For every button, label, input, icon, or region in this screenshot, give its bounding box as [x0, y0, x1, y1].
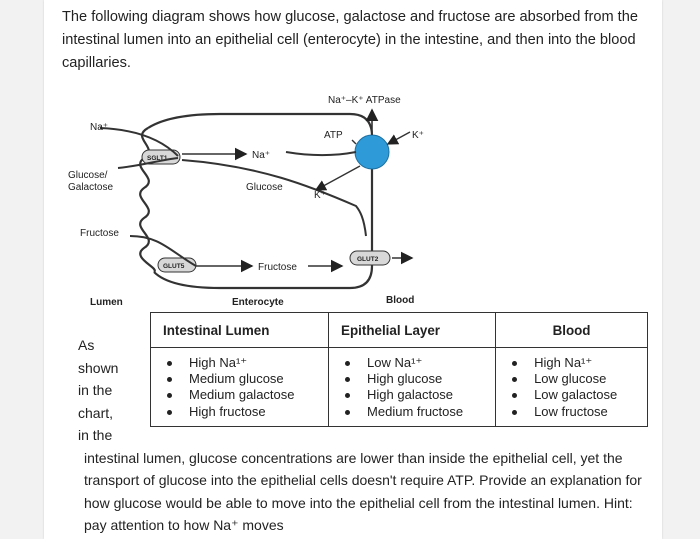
table-header-row: Intestinal Lumen Epithelial Layer Blood — [149, 312, 648, 348]
enterocyte-label: Enterocyte — [232, 297, 284, 308]
atp-line — [351, 139, 357, 145]
list-item: High glucose — [343, 371, 487, 387]
glucose-galactose-label-2: Galactose — [68, 182, 113, 193]
cell-epithelial-layer: Low Na¹⁺ High glucose High galactose Med… — [328, 347, 497, 427]
side-line: shown — [78, 359, 119, 376]
fructose-lumen-label: Fructose — [80, 228, 119, 239]
list-item: Low glucose — [510, 371, 639, 387]
fructose-cell-path — [129, 235, 197, 267]
cell-membrane — [147, 112, 374, 290]
side-line: As — [78, 337, 95, 353]
list-item: Low fructose — [510, 404, 639, 420]
header-epithelial-layer: Epithelial Layer — [328, 312, 497, 348]
header-blood: Blood — [495, 312, 648, 348]
list-item: Low Na¹⁺ — [343, 355, 487, 371]
side-line: in the — [78, 382, 113, 398]
header-intestinal-lumen: Intestinal Lumen — [149, 312, 330, 348]
question-text: in the intestinal lumen, glucose concent… — [78, 424, 658, 537]
na-glucose-path — [99, 127, 179, 157]
lumen-label: Lumen — [90, 297, 123, 308]
k-in-arrow — [314, 165, 361, 191]
k-in-label: K⁺ — [314, 190, 326, 201]
side-line: chart, — [78, 404, 114, 421]
question-first-line: in the — [78, 427, 113, 443]
glut2-transporter — [349, 250, 391, 266]
table-row: High Na¹⁺ Medium glucose Medium galactos… — [149, 347, 648, 427]
list-item: High fructose — [165, 404, 320, 420]
list-item: High Na¹⁺ — [510, 355, 639, 371]
blood-label: Blood — [386, 295, 414, 306]
list-item: High galactose — [343, 387, 487, 403]
na-lumen-label: Na⁺ — [90, 122, 108, 133]
glucose-cell-path — [181, 159, 367, 237]
sglt1-label: SGLT1 — [147, 155, 168, 162]
glucose-galactose-label-1: Glucose/ — [68, 170, 108, 181]
question-body: intestinal lumen, glucose concentrations… — [84, 449, 642, 534]
glucose-entry-path — [117, 157, 179, 169]
k-out-label: K⁺ — [412, 130, 424, 141]
na-pump-line — [285, 151, 357, 156]
list-item: Medium galactose — [165, 387, 320, 403]
cell-blood: High Na¹⁺ Low glucose Low galactose Low … — [495, 347, 648, 427]
side-text: As shown in the chart, — [78, 334, 130, 424]
pump-title: Na⁺–K⁺ ATPase — [328, 95, 401, 106]
list-item: Medium fructose — [343, 404, 487, 420]
intro-text: The following diagram shows how glucose,… — [62, 9, 638, 71]
sglt1-transporter — [141, 149, 181, 165]
na-cell-label: Na⁺ — [252, 150, 270, 161]
page-sheet — [44, 0, 662, 539]
glut5-label: GLUT5 — [163, 263, 185, 270]
concentration-table: Intestinal Lumen Epithelial Layer Blood … — [149, 312, 648, 427]
fructose-cell-label: Fructose — [258, 262, 297, 273]
cell-intestinal-lumen: High Na¹⁺ Medium glucose Medium galactos… — [149, 347, 330, 427]
k-out-arrow — [386, 131, 411, 145]
list-item: Medium glucose — [165, 371, 320, 387]
absorption-diagram: GLUT2 SGLT1 GLUT5 Na⁺–K⁺ ATPase Na⁺ Gluc… — [68, 95, 424, 308]
atp-label: ATP — [324, 130, 343, 141]
na-k-atpase-pump — [354, 134, 390, 170]
glut2-label: GLUT2 — [357, 256, 379, 263]
list-item: High Na¹⁺ — [165, 355, 320, 371]
list-item: Low galactose — [510, 387, 639, 403]
glucose-cell-label: Glucose — [246, 182, 283, 193]
